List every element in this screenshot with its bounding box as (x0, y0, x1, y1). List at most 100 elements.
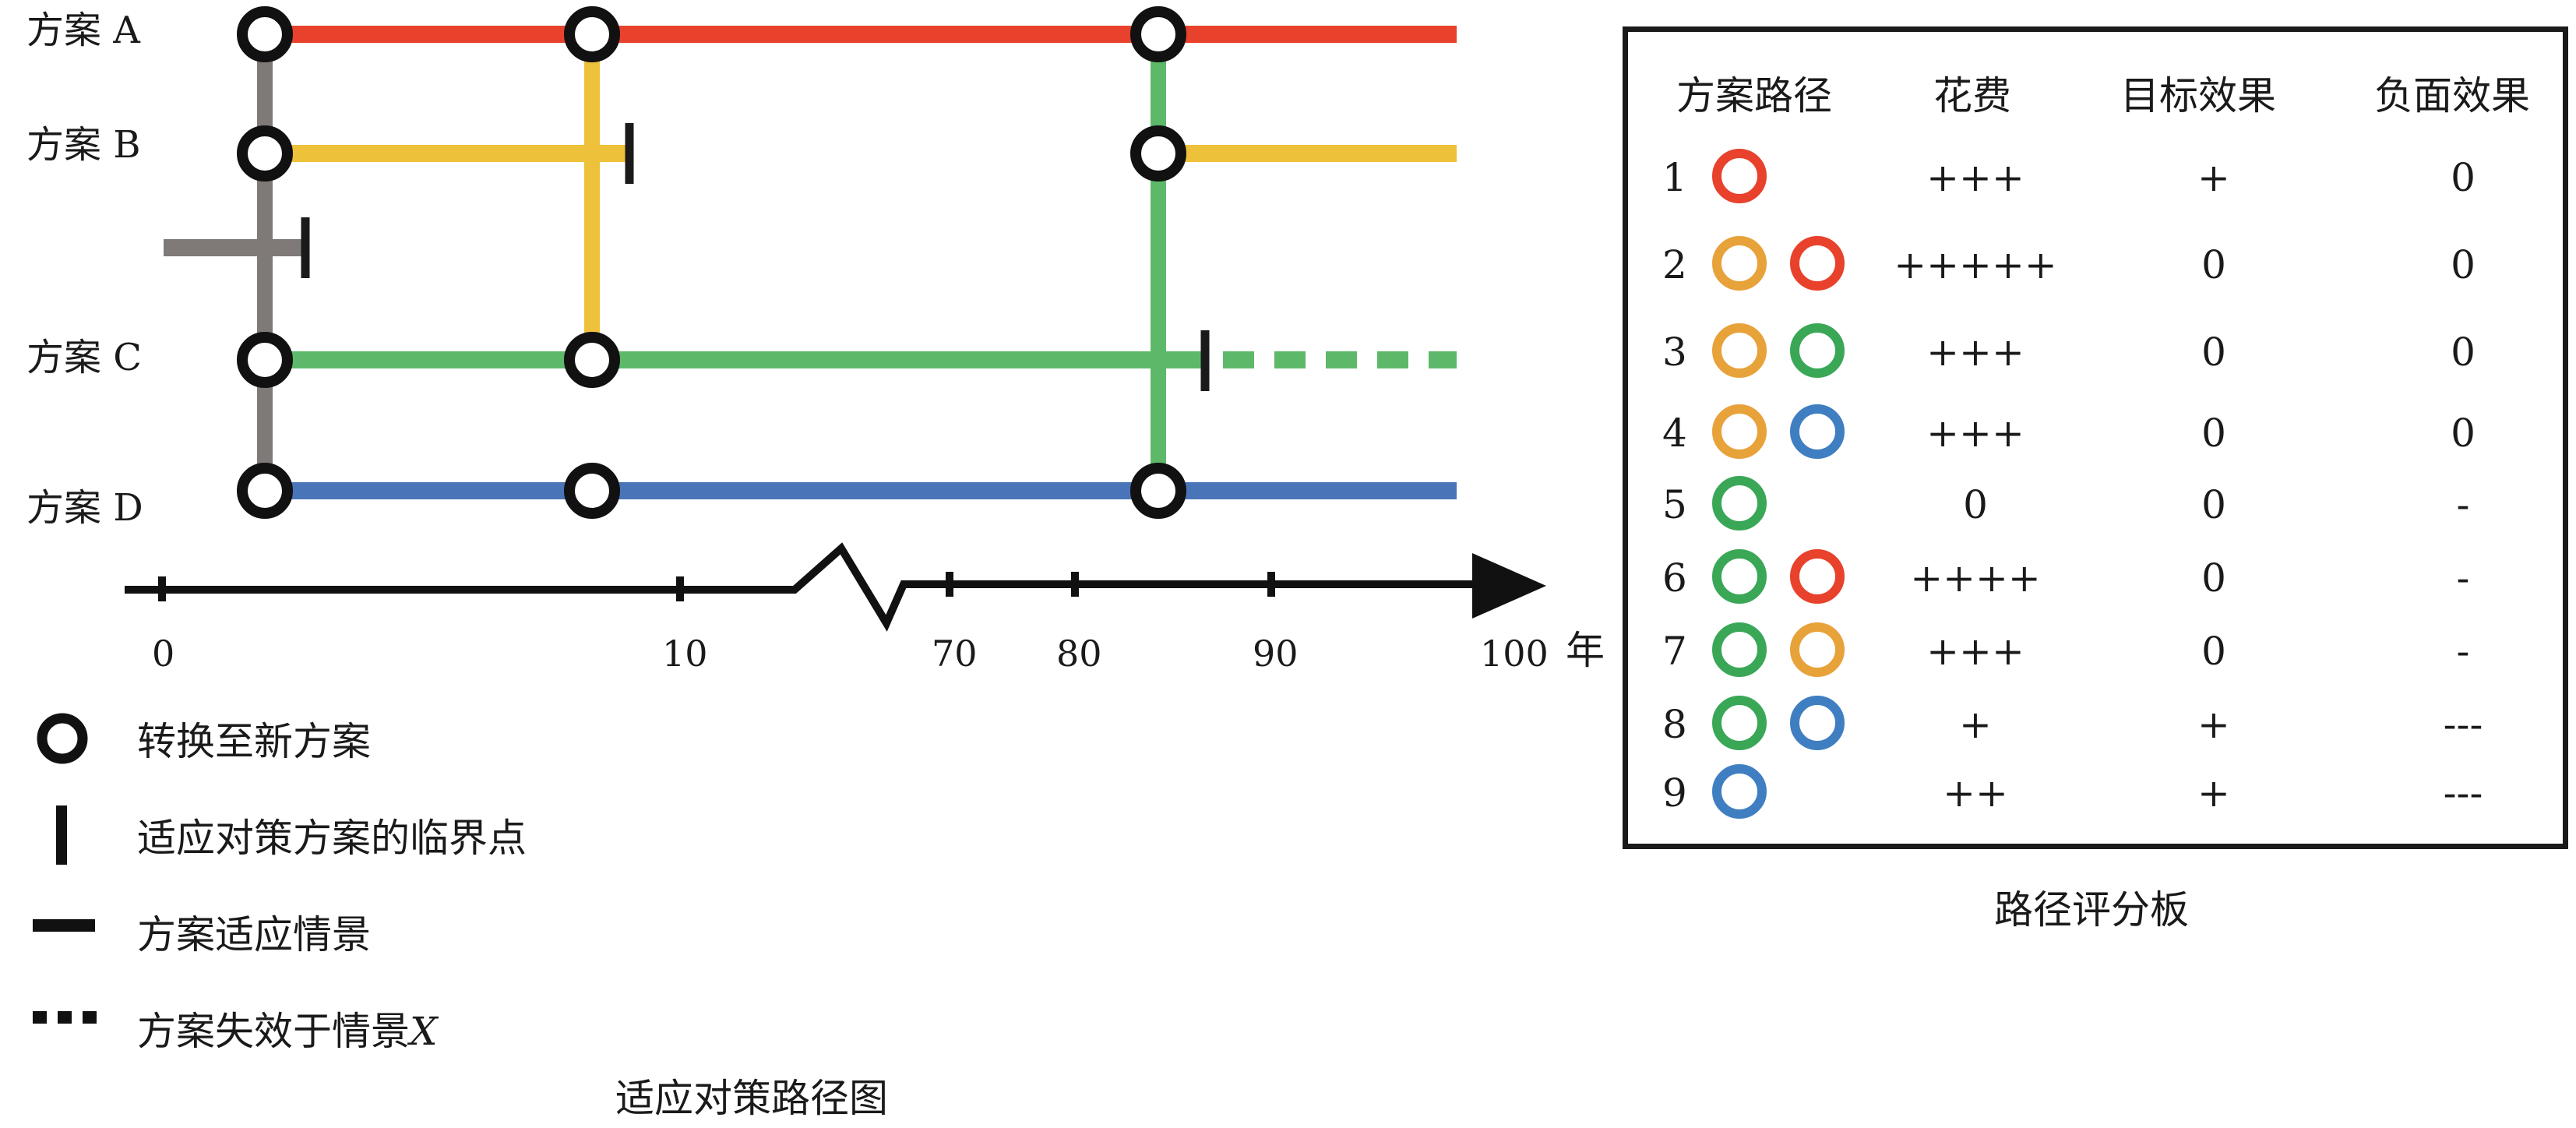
row-number: 2 (1662, 242, 1687, 287)
scheme-c-label: 方案 C (26, 336, 142, 379)
header-path: 方案路径 (1676, 73, 1832, 118)
target-effect-cell: 0 (2201, 330, 2226, 375)
axis-arrow (1472, 553, 1546, 619)
axis-tick-label: 0 (152, 633, 174, 675)
row-number: 5 (1662, 482, 1687, 527)
legend-tipping-point-icon (56, 805, 67, 865)
transfer-node (237, 332, 293, 388)
negative-effect-cell: 0 (2451, 155, 2476, 200)
table-row: 8++--- (1628, 696, 2563, 766)
path-ring-green-icon (1712, 622, 1767, 677)
table-row: 5 0 0 - (1628, 476, 2563, 546)
row-number: 4 (1662, 411, 1687, 456)
row-number: 7 (1662, 629, 1687, 674)
negative-effect-cell: - (2456, 482, 2470, 527)
path-ring-red-icon (1790, 549, 1845, 604)
path-ring-orange-icon (1712, 236, 1767, 291)
row-number: 6 (1662, 555, 1687, 601)
target-effect-cell: 0 (2201, 629, 2226, 674)
scheme-b-label: 方案 B (26, 123, 141, 167)
cost-cell: ++ (1943, 770, 2008, 816)
negative-effect-cell: - (2456, 555, 2470, 601)
time-axis (125, 542, 1480, 632)
path-ring-blue-icon (1712, 764, 1767, 819)
transfer-node (564, 463, 620, 519)
path-ring-blue-icon (1790, 696, 1845, 750)
negative-effect-cell: --- (2443, 770, 2483, 816)
table-row: 9+++--- (1628, 764, 2563, 834)
transfer-node (1130, 463, 1186, 519)
axis-tick-label: 100 (1480, 633, 1549, 675)
pathways-diagram: 方案 A 方案 B 方案 C 方案 D 0 10 70 80 90 100 年 (26, 6, 1605, 1024)
axis-tick-label: 90 (1253, 633, 1299, 675)
transfer-node (237, 463, 293, 519)
transfer-node (237, 125, 293, 182)
legend-failure-variable: X (410, 1009, 438, 1054)
scheme-d-label: 方案 D (26, 486, 143, 530)
axis-tick-label: 80 (1056, 633, 1102, 675)
table-row: 3 +++ 0 0 (1628, 323, 2563, 393)
cost-cell: +++ (1926, 629, 2025, 674)
cost-cell: + (1959, 702, 1992, 747)
axis-tick-label: 70 (932, 633, 978, 675)
path-ring-blue-icon (1790, 404, 1845, 459)
negative-effect-cell: 0 (2451, 330, 2476, 375)
cost-cell: 0 (1963, 482, 1988, 527)
legend-failure-text: 方案失效于情景 (137, 1009, 410, 1054)
path-ring-green-icon (1790, 323, 1845, 378)
row-number: 8 (1662, 702, 1687, 747)
transfer-node (1130, 125, 1186, 182)
path-ring-orange-icon (1790, 622, 1845, 677)
header-negative-effect: 负面效果 (2374, 73, 2530, 118)
table-row: 4 +++ 0 0 (1628, 404, 2563, 474)
target-effect-cell: + (2197, 155, 2230, 200)
transfer-node (237, 6, 293, 62)
path-ring-orange-icon (1712, 323, 1767, 378)
table-row: 2 +++++ 0 0 (1628, 236, 2563, 306)
table-row: 7 +++ 0 - (1628, 622, 2563, 693)
target-effect-cell: 0 (2201, 482, 2226, 527)
path-ring-green-icon (1712, 696, 1767, 750)
row-number: 3 (1662, 330, 1687, 375)
target-effect-cell: 0 (2201, 555, 2226, 601)
board-caption: 路径评分板 (1994, 887, 2189, 932)
cost-cell: ++++ (1910, 555, 2041, 601)
legend-scenario-icon (33, 919, 95, 932)
legend-transfer-icon (37, 713, 88, 764)
target-effect-cell: + (2197, 770, 2230, 816)
axis-ticks (158, 572, 1275, 601)
row-number: 1 (1662, 155, 1687, 200)
cost-cell: +++ (1926, 155, 2025, 200)
legend-failure-icon (33, 1011, 97, 1024)
scheme-a-label: 方案 A (26, 9, 141, 52)
legend-scenario-label: 方案适应情景 (137, 912, 371, 957)
path-ring-green-icon (1712, 549, 1767, 604)
negative-effect-cell: - (2456, 629, 2470, 674)
path-ring-green-icon (1712, 476, 1767, 531)
cost-cell: +++++ (1894, 242, 2057, 287)
path-ring-orange-icon (1712, 404, 1767, 459)
path-ring-red-icon (1790, 236, 1845, 291)
row-number: 9 (1662, 770, 1687, 816)
target-effect-cell: 0 (2201, 411, 2226, 456)
legend-transfer-label: 转换至新方案 (137, 719, 371, 764)
negative-effect-cell: 0 (2451, 242, 2476, 287)
path-ring-red-icon (1712, 149, 1767, 203)
target-effect-cell: + (2197, 702, 2230, 747)
table-row: 6 ++++ 0 - (1628, 549, 2563, 619)
diagram-caption: 适应对策路径图 (615, 1076, 888, 1121)
transfer-node (564, 6, 620, 62)
axis-unit-label: 年 (1566, 628, 1605, 673)
legend-failure-label: 方案失效于情景X (137, 1000, 438, 1056)
header-target-effect: 目标效果 (2120, 73, 2276, 118)
cost-cell: +++ (1926, 411, 2025, 456)
target-effect-cell: 0 (2201, 242, 2226, 287)
negative-effect-cell: 0 (2451, 411, 2476, 456)
table-row: 1++++0 (1628, 149, 2563, 219)
cost-cell: +++ (1926, 330, 2025, 375)
transfer-node (1130, 6, 1186, 62)
header-cost: 花费 (1933, 73, 2011, 118)
legend-tipping-point-label: 适应对策方案的临界点 (137, 816, 527, 861)
transfer-nodes (237, 6, 1186, 519)
